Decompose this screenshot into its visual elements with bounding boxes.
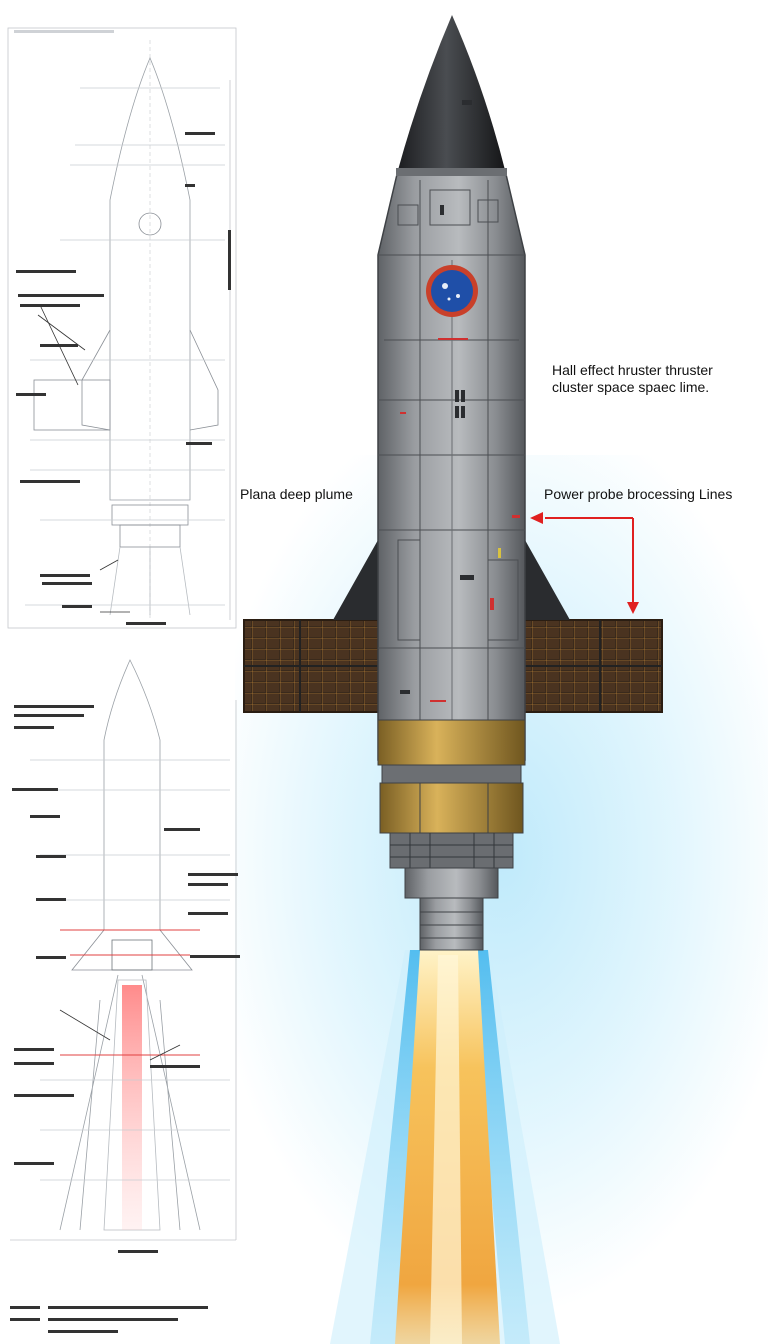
plasma-plume-label: Plana deep plume xyxy=(240,486,353,502)
mission-patch-icon xyxy=(426,265,478,317)
fin-right xyxy=(525,540,570,620)
thruster-plume xyxy=(330,950,560,1344)
blueprint-bottom xyxy=(10,659,240,1333)
nose-cone xyxy=(398,15,505,170)
main-rocket xyxy=(243,15,663,1344)
power-processing-label: Power probe brocessing Lines xyxy=(544,486,733,502)
solar-panel-left xyxy=(243,619,380,713)
hall-effect-label: Hall effect hruster thruster cluster spa… xyxy=(552,362,713,395)
callout-arrow-power xyxy=(530,512,639,614)
solar-panel-right xyxy=(519,619,663,713)
blueprint-top xyxy=(7,27,237,629)
fin-left xyxy=(333,540,378,620)
